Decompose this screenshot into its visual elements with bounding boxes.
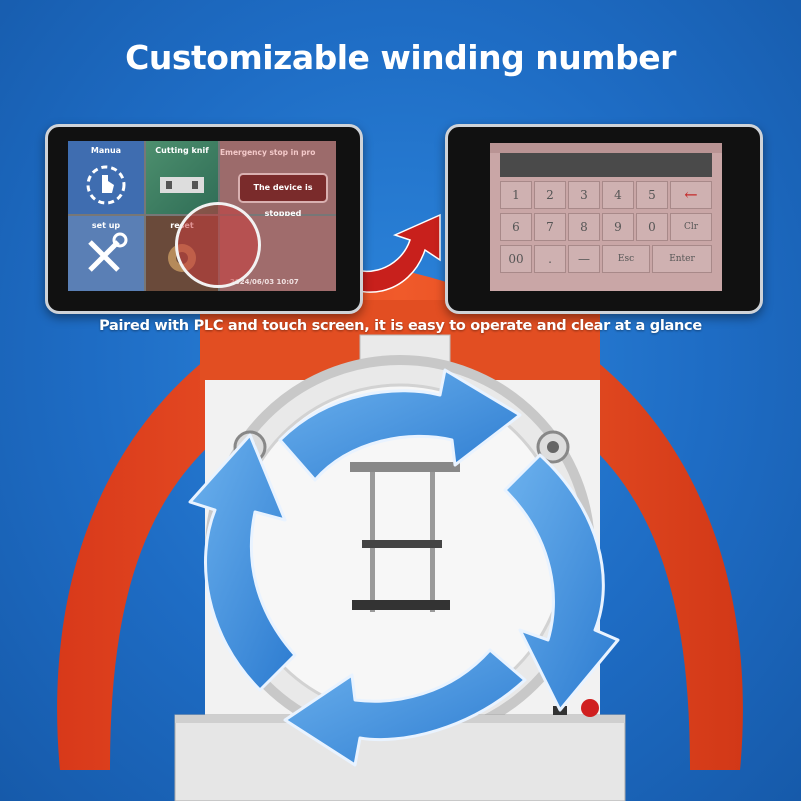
caption: Paired with PLC and touch screen, it is … xyxy=(99,318,702,334)
stop-highlight-circle xyxy=(175,202,261,288)
key-1[interactable]: 1 xyxy=(500,181,532,209)
hand-gear-icon xyxy=(86,165,126,205)
setup-tile[interactable]: set up xyxy=(68,216,144,291)
left-touch-screen: Manua Cutting knif Emergency stop in pro… xyxy=(45,124,363,314)
key-0[interactable]: 0 xyxy=(636,213,668,241)
enter-key[interactable]: Enter xyxy=(652,245,712,273)
right-touch-screen: 1 2 3 4 5 ← 6 7 8 9 0 Clr 00 . — Esc Ent… xyxy=(445,124,763,314)
escape-key[interactable]: Esc xyxy=(602,245,650,273)
manual-label: Manua xyxy=(90,146,122,155)
key-00[interactable]: 00 xyxy=(500,245,532,273)
keypad-header xyxy=(490,143,722,153)
key-dot[interactable]: . xyxy=(534,245,566,273)
cutting-knife-label: Cutting knif xyxy=(155,146,209,155)
page-title: Customizable winding number xyxy=(125,38,676,77)
keypad-display xyxy=(500,153,712,177)
main-menu-screen: Manua Cutting knif Emergency stop in pro… xyxy=(68,141,336,291)
emergency-stop-tile: Emergency stop in pro The device is stop… xyxy=(220,141,336,218)
manual-tile[interactable]: Manua xyxy=(68,141,144,214)
key-6[interactable]: 6 xyxy=(500,213,532,241)
key-9[interactable]: 9 xyxy=(602,213,634,241)
setup-label: set up xyxy=(91,221,121,230)
knife-icon xyxy=(160,177,204,193)
key-5[interactable]: 5 xyxy=(636,181,668,209)
device-stopped-button[interactable]: The device is stopped xyxy=(238,173,328,218)
clear-key[interactable]: Clr xyxy=(670,213,712,241)
key-2[interactable]: 2 xyxy=(534,181,566,209)
key-minus[interactable]: — xyxy=(568,245,600,273)
keypad-screen: 1 2 3 4 5 ← 6 7 8 9 0 Clr 00 . — Esc Ent… xyxy=(490,143,722,291)
key-3[interactable]: 3 xyxy=(568,181,600,209)
key-7[interactable]: 7 xyxy=(534,213,566,241)
key-4[interactable]: 4 xyxy=(602,181,634,209)
key-8[interactable]: 8 xyxy=(568,213,600,241)
datetime-label: 2024/06/03 10:07 xyxy=(230,278,299,286)
cutting-knife-tile[interactable]: Cutting knif xyxy=(146,141,218,214)
backspace-key[interactable]: ← xyxy=(670,181,712,209)
emergency-stop-label: Emergency stop in pro xyxy=(220,148,316,157)
wrench-screwdriver-icon xyxy=(88,232,128,272)
